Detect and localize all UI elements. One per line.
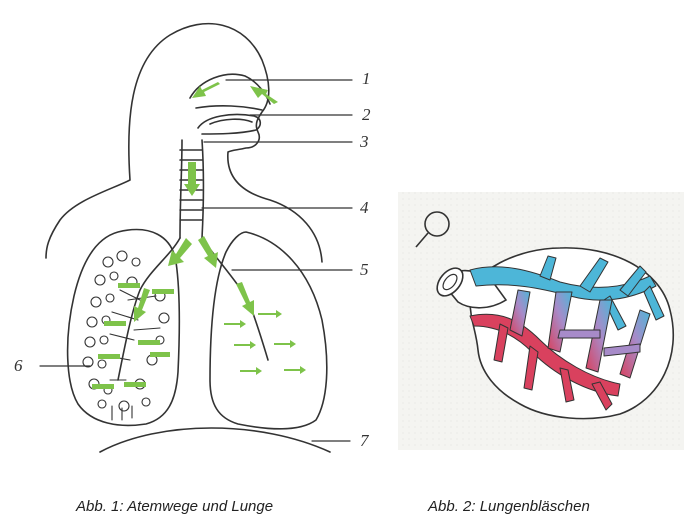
- diaphragm: [99, 427, 331, 453]
- alveoli-clusters: [82, 250, 170, 421]
- airflow-arrow: [104, 321, 126, 326]
- airflow-arrow: [92, 384, 114, 389]
- airflow-arrow: [284, 366, 306, 374]
- lung-left: [66, 228, 181, 427]
- airflow-arrow: [138, 340, 160, 345]
- airflow-arrow: [236, 282, 254, 316]
- airflow-arrow: [250, 86, 278, 104]
- label-number: 5: [360, 260, 369, 279]
- label-number: 3: [359, 132, 369, 151]
- lung-right: [209, 231, 328, 430]
- airflow-arrow: [224, 320, 246, 328]
- airflow-arrow: [234, 341, 256, 349]
- airflow-arrow: [150, 352, 170, 357]
- figure-1-caption: Abb. 1: Atemwege und Lunge: [76, 498, 274, 515]
- figure-alveoli: [398, 192, 684, 450]
- figure-airways-lungs: [39, 22, 353, 453]
- blood-vessel-mixed: [547, 291, 573, 353]
- figure-2-caption: Abb. 2: Lungenbläschen: [428, 498, 590, 515]
- airflow-arrow: [274, 340, 296, 348]
- mouth-cavity: [197, 113, 262, 135]
- airflow-arrow: [98, 354, 120, 359]
- label-number: 1: [362, 69, 371, 88]
- airflow-arrow: [118, 283, 140, 288]
- label-number: 4: [360, 198, 369, 217]
- airflow-arrow: [168, 238, 192, 266]
- label-number: 7: [360, 431, 370, 450]
- label-number: 2: [362, 105, 371, 124]
- body-outline: [45, 22, 323, 263]
- airflow-arrow: [134, 288, 150, 322]
- airflow-arrow: [240, 367, 262, 375]
- magnifier-icon: [415, 211, 450, 248]
- airflow-arrow: [184, 162, 200, 196]
- airflow-arrow: [152, 289, 174, 294]
- airflow-arrows: [92, 82, 306, 389]
- label-lines: [39, 79, 353, 442]
- airflow-arrow: [192, 82, 220, 98]
- airflow-arrow: [124, 382, 146, 387]
- blood-vessel-deoxygenated: [469, 266, 657, 301]
- number-labels: 1 2 3 4 5 6 7: [14, 69, 371, 450]
- label-number: 6: [14, 356, 23, 375]
- airflow-arrow: [198, 236, 218, 268]
- capillary-network: [469, 255, 665, 411]
- airflow-arrow: [258, 310, 282, 318]
